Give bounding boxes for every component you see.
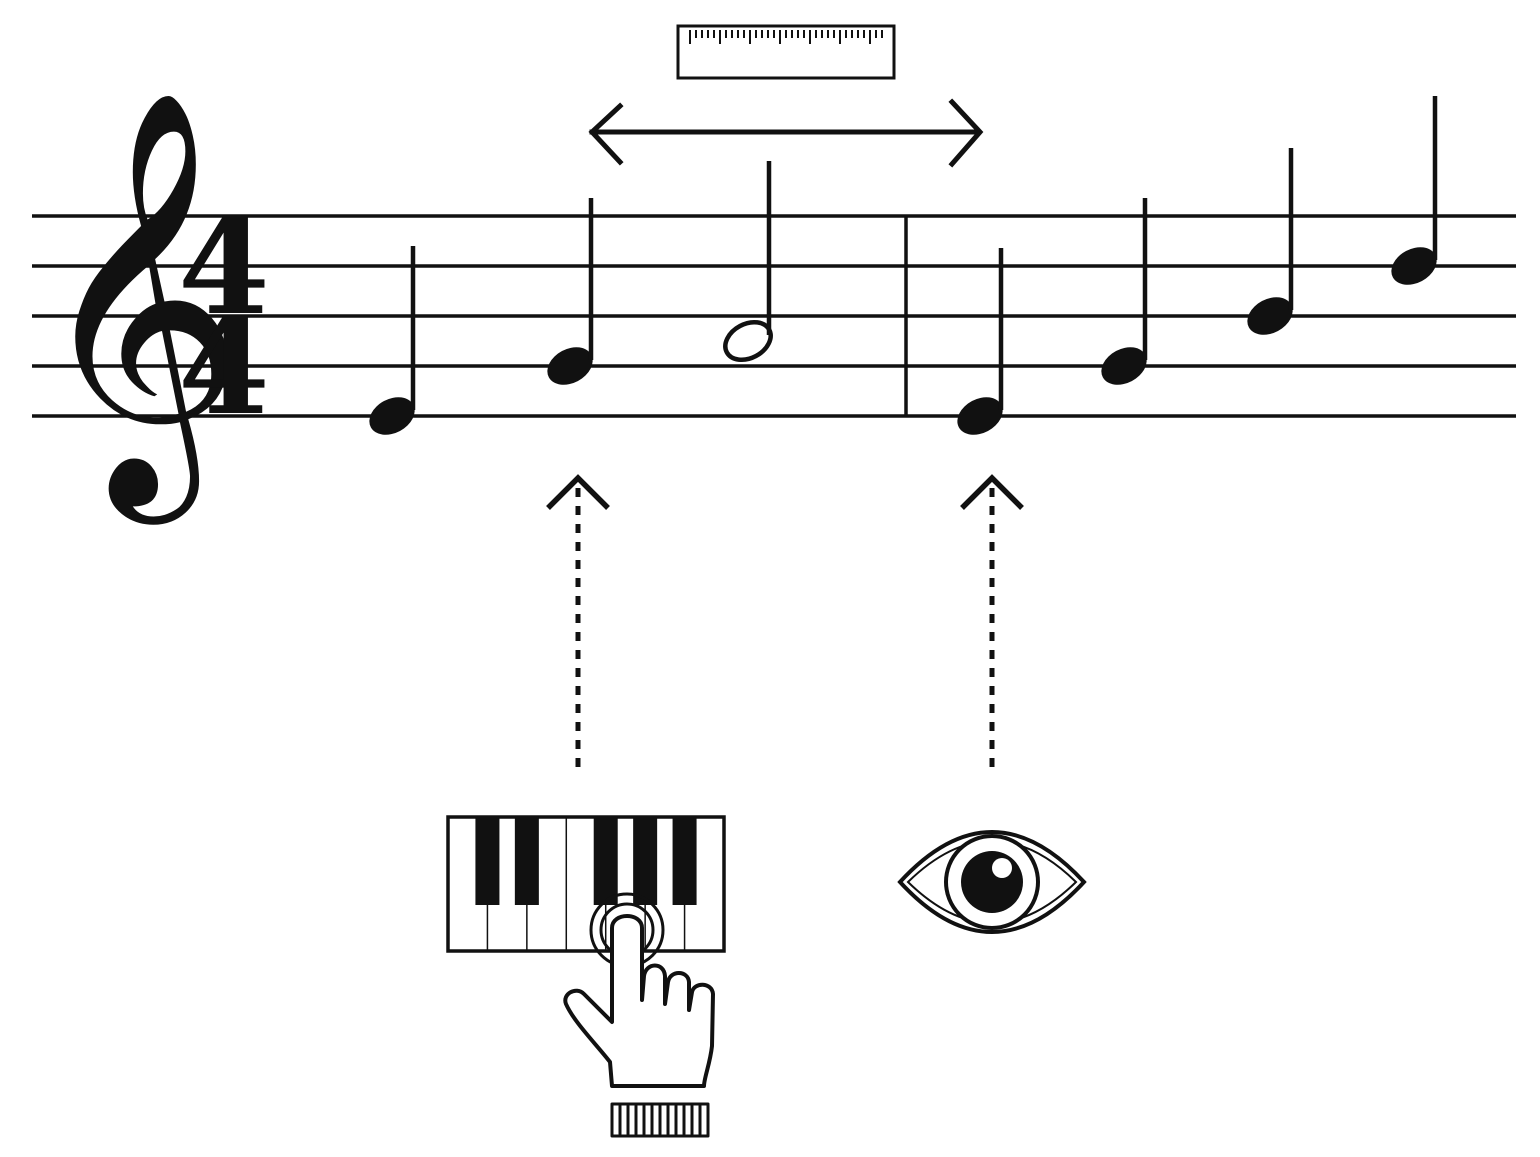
eye-icon [897,830,1087,934]
time-signature-numerator: 4 [178,190,270,345]
note-quarter [1391,96,1438,285]
black-key [475,817,500,905]
time-signature: 4 4 [178,190,270,445]
notehead-filled [369,397,415,435]
notehead-filled [957,397,1003,435]
note-quarter [1101,198,1148,385]
notehead-filled [1247,297,1293,335]
notehead-filled [1101,347,1147,385]
span-double-arrow [588,98,984,168]
time-signature-denominator: 4 [178,290,270,445]
ruler-icon [676,24,896,80]
dotted-arrow-right [960,474,1024,772]
note-quarter [957,248,1004,435]
note-quarter [547,198,594,385]
note-half [723,161,773,363]
black-key [514,817,539,905]
notes [369,96,1438,435]
notehead-filled [547,347,593,385]
pressing-hand-icon [563,892,715,1138]
black-key [672,817,697,905]
treble-clef: 𝄞 [32,86,245,527]
piano-keyboard-icon [446,815,726,953]
notehead-filled [1391,247,1437,285]
note-quarter [1247,148,1294,335]
black-key [633,817,658,905]
dotted-arrow-left [546,474,610,772]
black-key [593,817,618,905]
note-quarter [369,246,416,435]
